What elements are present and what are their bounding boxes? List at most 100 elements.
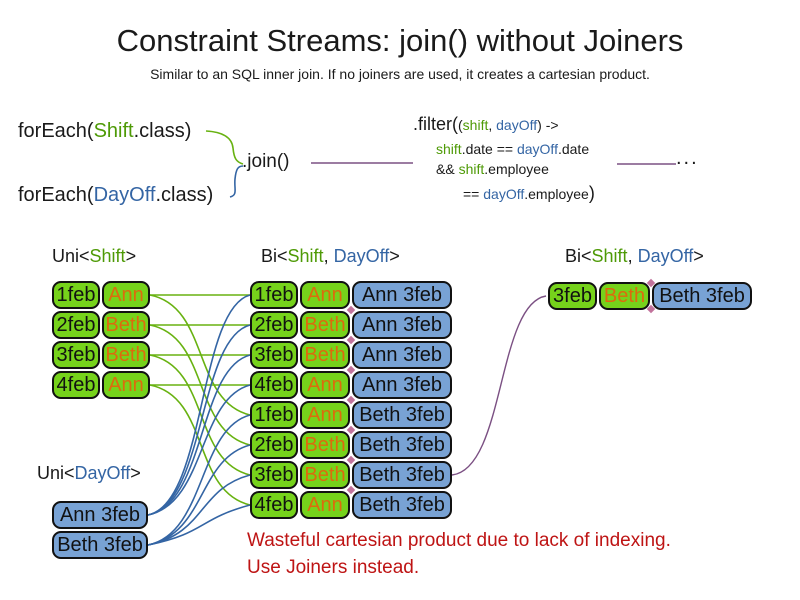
code-token: > (693, 246, 704, 266)
shift-to-pair-connector (149, 354, 251, 476)
slide-title: Constraint Streams: join() without Joine… (116, 23, 684, 58)
dayoff-to-pair-connector (147, 414, 251, 546)
code-token: dayOff (483, 186, 525, 202)
code-token: DayOff (93, 184, 156, 206)
slide-subtitle: Similar to an SQL inner join. If no join… (150, 66, 650, 82)
shift-date-cell: 4feb (52, 371, 100, 399)
dayoff-cell: Beth 3feb (52, 531, 148, 559)
pair-dayoff-cell: Ann 3feb (352, 341, 452, 369)
pair-dayoff-cell: Ann 3feb (352, 311, 452, 339)
code-foreach-dayoff: forEach(DayOff.class) (18, 184, 213, 207)
code-token: forEach( (18, 184, 94, 206)
code-filter-line3: && shift.employee (436, 161, 549, 177)
code-token: DayOff (637, 246, 694, 266)
code-join: .join() (242, 151, 290, 172)
code-token: forEach( (18, 120, 94, 142)
pair-dayoff-cell: Beth 3feb (352, 491, 452, 519)
warning-line-2: Use Joiners instead. (247, 557, 420, 578)
code-token: ( (458, 117, 463, 133)
pair-shift-date-cell: 3feb (250, 461, 298, 489)
pair-dayoff-cell: Ann 3feb (352, 371, 452, 399)
code-token: , (488, 117, 497, 133)
dayoff-cell: Ann 3feb (52, 501, 148, 529)
pair-shift-employee-cell: Beth (300, 341, 350, 369)
code-token: .employee (484, 161, 549, 177)
shift-employee-cell: Beth (102, 311, 150, 339)
shift-employee-cell: Beth (102, 341, 150, 369)
pair-shift-employee-cell: Ann (300, 491, 350, 519)
label-bi-shift-dayoff-pairs: Bi<Shift, DayOff> (261, 246, 400, 267)
code-token: Shift (93, 120, 134, 142)
code-token: ) -> (537, 117, 559, 133)
code-token: shift (436, 141, 462, 157)
shift-date-cell: 1feb (52, 281, 100, 309)
code-filter-line1: .filter((shift, dayOff) -> (413, 114, 559, 135)
pair-shift-employee-cell: Ann (300, 371, 350, 399)
code-token: shift (458, 161, 485, 177)
dayoff-to-pair-connector (147, 444, 251, 546)
code-token: .employee (524, 186, 589, 202)
code-token: .class) (155, 184, 214, 206)
shift-to-pair-connector (149, 294, 251, 416)
code-token: Shift (89, 246, 126, 266)
code-token: .date == (461, 141, 517, 157)
code-filter-line4: == dayOff.employee) (463, 183, 595, 204)
pair-shift-date-cell: 4feb (250, 371, 298, 399)
code-token: dayOff (496, 117, 538, 133)
code-foreach-shift: forEach(Shift.class) (18, 120, 191, 143)
code-token: Uni< (52, 246, 90, 266)
pair-shift-date-cell: 1feb (250, 401, 298, 429)
pair-shift-employee-cell: Ann (300, 281, 350, 309)
shift-brace-line (205, 130, 244, 165)
result-shift-employee-cell: Beth (599, 282, 650, 310)
code-token: , (627, 246, 638, 266)
pair-dayoff-cell: Beth 3feb (352, 401, 452, 429)
pair-shift-date-cell: 1feb (250, 281, 298, 309)
pair-shift-employee-cell: Ann (300, 401, 350, 429)
code-token: shift (462, 117, 489, 133)
label-uni-dayoff: Uni<DayOff> (37, 463, 141, 484)
code-token: dayOff (516, 141, 558, 157)
shift-employee-cell: Ann (102, 371, 150, 399)
code-token: ) (588, 183, 595, 203)
result-dayoff-cell: Beth 3feb (652, 282, 752, 310)
pair-dayoff-cell: Beth 3feb (352, 431, 452, 459)
pair-shift-employee-cell: Beth (300, 461, 350, 489)
pair-shift-date-cell: 3feb (250, 341, 298, 369)
pair-shift-date-cell: 2feb (250, 431, 298, 459)
code-token: .filter( (413, 114, 458, 134)
code-token: == (463, 186, 484, 202)
dayoff-to-pair-connector (147, 384, 251, 516)
dayoff-to-pair-connector (147, 504, 251, 546)
code-token: .class) (133, 120, 192, 142)
code-ellipsis: ... (676, 147, 699, 169)
pair-shift-employee-cell: Beth (300, 431, 350, 459)
label-uni-shift: Uni<Shift> (52, 246, 136, 267)
label-bi-shift-dayoff-result: Bi<Shift, DayOff> (565, 246, 704, 267)
code-token: > (389, 246, 400, 266)
shift-to-pair-connector (149, 324, 251, 446)
dayoff-to-pair-connector (147, 324, 251, 516)
dayoff-to-pair-connector (147, 294, 251, 516)
code-token: Bi< (565, 246, 592, 266)
warning-line-1: Wasteful cartesian product due to lack o… (247, 530, 671, 551)
pair-shift-date-cell: 4feb (250, 491, 298, 519)
pair-to-result-connector (451, 295, 547, 476)
shift-date-cell: 3feb (52, 341, 100, 369)
code-token: Uni< (37, 463, 75, 483)
dayoff-to-pair-connector (147, 474, 251, 546)
code-token: Shift (287, 246, 324, 266)
code-filter-line2: shift.date == dayOff.date (436, 141, 589, 157)
code-token: > (125, 246, 137, 266)
pair-shift-date-cell: 2feb (250, 311, 298, 339)
code-token: Bi< (261, 246, 288, 266)
code-token: .date (557, 141, 590, 157)
pair-dayoff-cell: Beth 3feb (352, 461, 452, 489)
result-shift-date-cell: 3feb (548, 282, 597, 310)
shift-to-pair-connector (149, 384, 251, 506)
code-token: DayOff (333, 246, 390, 266)
code-token: DayOff (74, 463, 131, 483)
pair-shift-employee-cell: Beth (300, 311, 350, 339)
